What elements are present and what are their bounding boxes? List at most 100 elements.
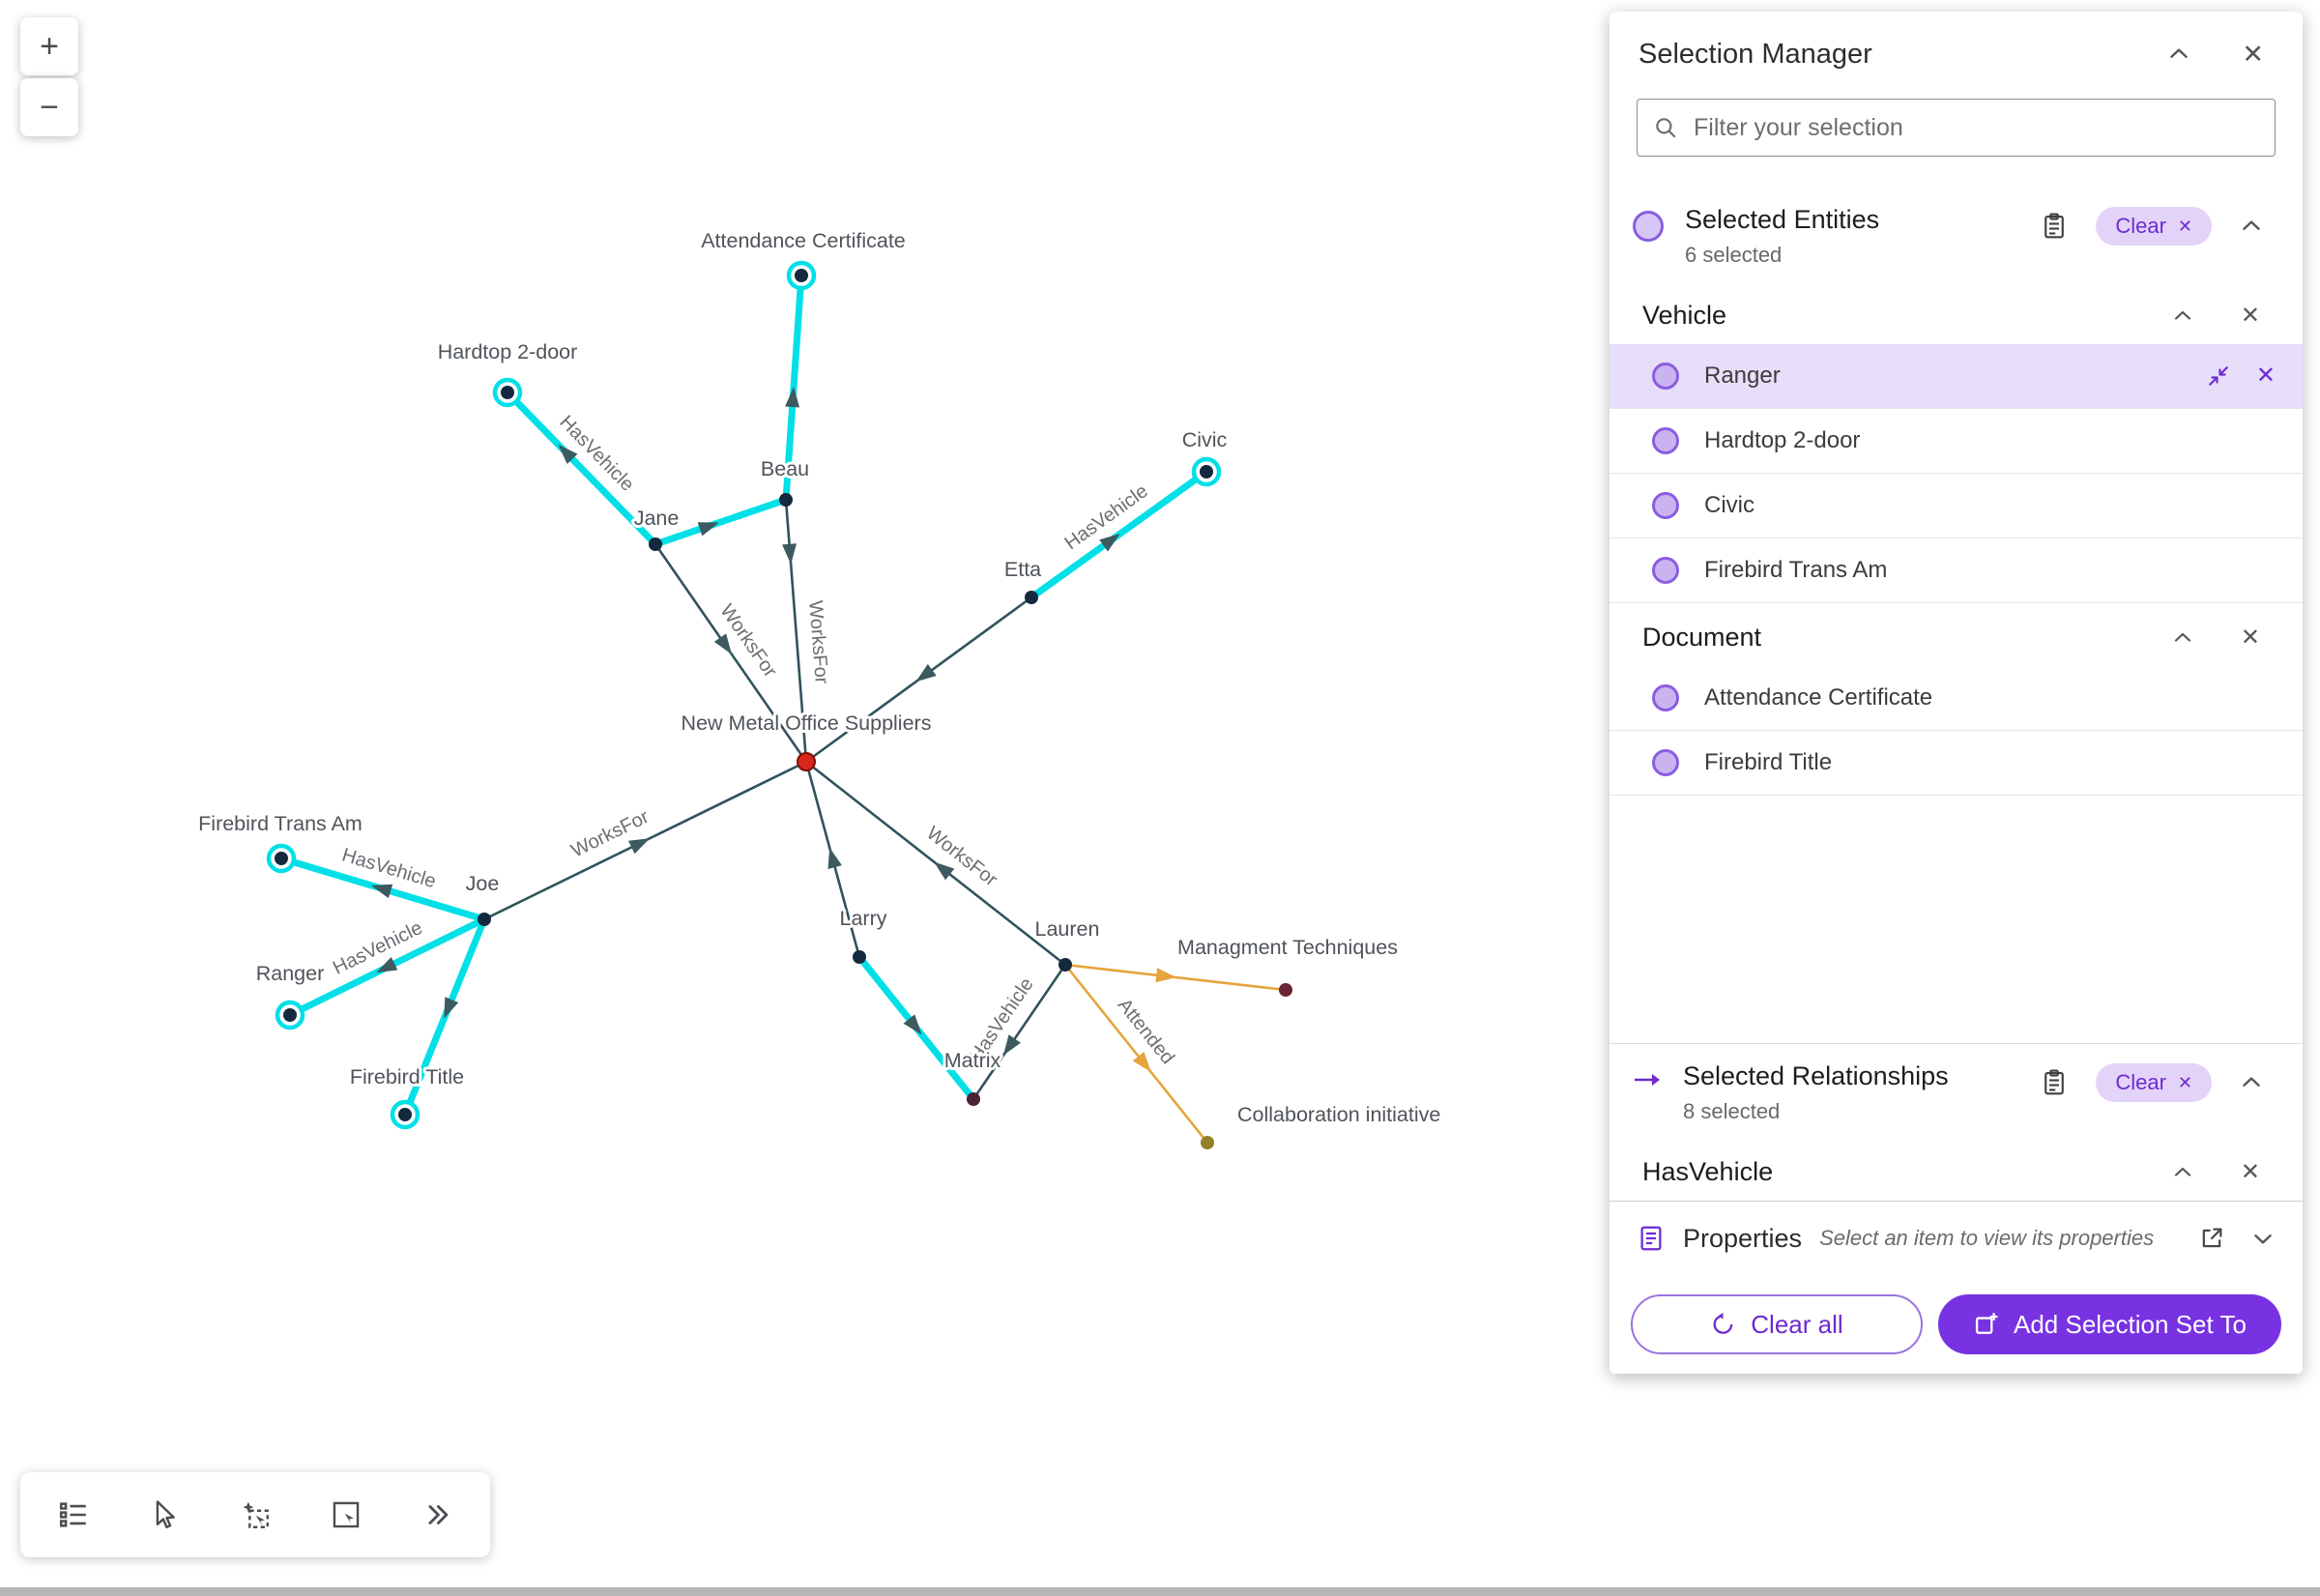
edge-arrow-icon [915, 663, 937, 682]
expand-properties-button[interactable] [2250, 1226, 2276, 1251]
graph-node-label: Joe [466, 872, 500, 895]
edge-arrow-icon [1099, 534, 1120, 552]
list-item-civic[interactable]: Civic [1610, 474, 2303, 538]
legend-button[interactable] [44, 1486, 102, 1544]
clear-all-button[interactable]: Clear all [1631, 1294, 1923, 1354]
list-item-firebird-title[interactable]: Firebird Title [1610, 731, 2303, 796]
selected-relationships-title: Selected Relationships [1683, 1061, 1949, 1090]
remove-item-button[interactable]: ✕ [2256, 364, 2276, 388]
edge-label: WorksFor [922, 823, 1001, 891]
edge-arrow-icon [713, 633, 732, 654]
graph-edge-jane-beau[interactable] [652, 496, 790, 548]
edge-arrow-icon [697, 522, 719, 537]
remove-group-button[interactable]: ✕ [2241, 625, 2260, 650]
edge-arrow-icon [558, 444, 578, 465]
zoom-out-button[interactable]: − [20, 78, 78, 136]
graph-node-matrix[interactable] [967, 1092, 980, 1106]
graph-node-nmos[interactable] [797, 752, 816, 771]
edge-arrow-icon [782, 543, 798, 565]
entity-circle-icon [1652, 492, 1679, 519]
graph-node-label: Hardtop 2-door [438, 340, 578, 363]
collapse-relationships-button[interactable] [2239, 1070, 2264, 1095]
pointer-tool-button[interactable] [135, 1486, 193, 1544]
graph-node-fta[interactable] [275, 852, 288, 865]
graph-node-lauren[interactable] [1058, 958, 1072, 972]
open-properties-button[interactable] [2198, 1225, 2225, 1252]
entity-circle-icon [1633, 211, 1664, 242]
graph-edge-jane-hardtop[interactable] [504, 389, 659, 548]
close-icon: ✕ [2240, 302, 2260, 329]
collapse-panel-button[interactable] [2166, 42, 2191, 67]
list-item-hardtop-2-door[interactable]: Hardtop 2-door [1610, 409, 2303, 474]
collapse-group-button[interactable] [2171, 626, 2194, 650]
graph-node-larry[interactable] [853, 950, 866, 964]
filter-selection-input[interactable] [1692, 112, 2259, 143]
graph-node-label: Lauren [1035, 917, 1100, 941]
clear-relationships-button[interactable]: Clear✕ [2096, 1063, 2212, 1102]
graph-node-ranger[interactable] [283, 1008, 297, 1022]
marquee-select-button[interactable] [317, 1486, 375, 1544]
graph-node-jane[interactable] [649, 537, 662, 551]
properties-bar[interactable]: Properties Select an item to view its pr… [1610, 1201, 2303, 1275]
close-icon: ✕ [2177, 1072, 2192, 1092]
relationship-arrow-icon [1635, 1074, 1660, 1086]
collapse-group-button[interactable] [2171, 1161, 2194, 1184]
item-label: Ranger [1704, 363, 1781, 389]
entity-circle-icon [1652, 427, 1679, 454]
panel-footer: Clear all Add Selection Set To [1610, 1275, 2303, 1374]
graph-edge-beau-nmos[interactable] [784, 498, 808, 764]
copy-entities-button[interactable] [2040, 212, 2069, 241]
graph-edge-lauren-collab[interactable] [1063, 963, 1209, 1145]
graph-node-collab[interactable] [1201, 1136, 1214, 1149]
list-item-firebird-trans-am[interactable]: Firebird Trans Am [1610, 538, 2303, 603]
edge-arrow-icon [827, 847, 842, 870]
edge-arrow-icon [627, 838, 651, 855]
remove-group-button[interactable]: ✕ [2240, 302, 2260, 329]
graph-node-ftitle[interactable] [398, 1108, 412, 1121]
select-features-icon [243, 1501, 269, 1528]
clear-entities-button[interactable]: Clear✕ [2096, 207, 2212, 246]
selected-entities-header: Selected Entities 6 selected Clear✕ [1610, 184, 2303, 281]
relationship-group-header-hasvehicle: HasVehicle✕ [1610, 1138, 2303, 1201]
copy-relationships-button[interactable] [2040, 1068, 2069, 1097]
entity-circle-icon [1652, 557, 1679, 584]
chevron-up-icon [2174, 310, 2190, 320]
zoom-to-item-button[interactable] [2206, 363, 2231, 389]
close-panel-button[interactable]: ✕ [2242, 39, 2264, 69]
graph-node-label: New Metal Office Suppliers [682, 711, 932, 735]
close-icon: ✕ [2242, 39, 2264, 69]
entity-circle-icon [1652, 363, 1679, 390]
selection-manager-panel: Selection Manager ✕ Selected Entities 6 … [1610, 12, 2303, 1374]
edge-arrow-icon [785, 387, 800, 408]
zoom-in-button[interactable]: + [20, 17, 78, 75]
group-name: Vehicle [1642, 301, 1727, 330]
list-item-ranger[interactable]: Ranger ✕ [1610, 344, 2303, 409]
more-tools-button[interactable] [408, 1486, 466, 1544]
add-selection-set-button[interactable]: Add Selection Set To [1937, 1294, 2281, 1354]
external-link-icon [2202, 1228, 2222, 1248]
graph-node-beau[interactable] [779, 493, 793, 507]
graph-node-attcert[interactable] [795, 269, 808, 282]
edge-arrow-icon [370, 884, 393, 899]
select-tool-button[interactable] [226, 1486, 284, 1544]
edge-label: WorksFor [804, 599, 832, 684]
list-item-attendance-certificate[interactable]: Attendance Certificate [1610, 666, 2303, 731]
graph-edge-lauren-matrix[interactable] [972, 963, 1067, 1101]
collapse-entities-button[interactable] [2239, 214, 2264, 239]
edge-arrow-icon [934, 861, 955, 881]
graph-node-etta[interactable] [1025, 591, 1038, 604]
graph-node-hardtop[interactable] [501, 386, 514, 399]
marquee-select-icon [333, 1501, 360, 1528]
graph-node-mgmt[interactable] [1279, 983, 1292, 997]
graph-node-joe[interactable] [478, 913, 491, 926]
reset-icon [1713, 1312, 1733, 1334]
entity-group-header-document: Document✕ [1610, 603, 2303, 666]
graph-node-label: Civic [1182, 428, 1228, 451]
graph-node-civic[interactable] [1200, 465, 1213, 479]
zoom-control: + − [20, 17, 78, 136]
collapse-group-button[interactable] [2171, 305, 2194, 328]
remove-group-button[interactable]: ✕ [2241, 1160, 2260, 1184]
selected-entities-count: 6 selected [1685, 243, 1783, 267]
